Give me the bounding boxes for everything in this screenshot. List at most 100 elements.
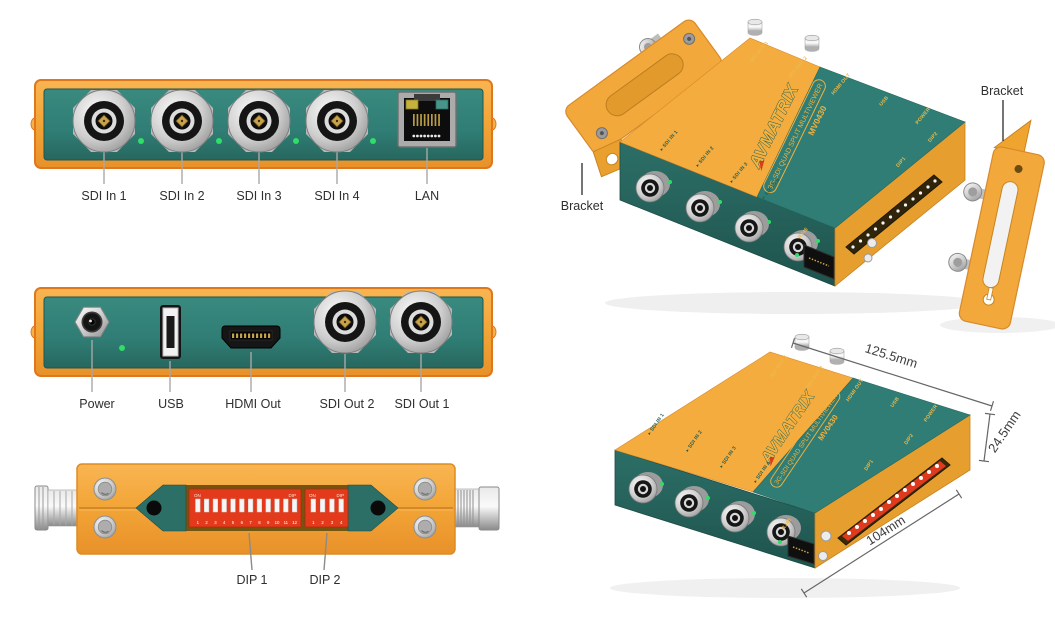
dip2-on-label: ON bbox=[309, 493, 316, 498]
dip1-num: 10 bbox=[275, 520, 280, 525]
dip1-dip-label: DIP bbox=[288, 493, 296, 498]
label-sdi-in-4: SDI In 4 bbox=[314, 189, 359, 203]
label-sdi-in-2: SDI In 2 bbox=[159, 189, 204, 203]
dip2-dip-label: DIP bbox=[336, 493, 344, 498]
mounting-bracket-right bbox=[948, 119, 1045, 330]
leader-lines bbox=[91, 340, 422, 392]
bnc-side-left bbox=[34, 485, 79, 531]
leader-line bbox=[323, 532, 328, 571]
label-bracket-left: Bracket bbox=[561, 199, 604, 213]
screw-3d bbox=[867, 238, 877, 248]
bnc-side-right bbox=[454, 486, 500, 531]
rear-bnc-stub bbox=[747, 18, 763, 37]
usb-port bbox=[160, 305, 181, 359]
rj45-lan-port bbox=[397, 91, 457, 148]
rear-bnc-stub bbox=[794, 333, 810, 352]
dip-strip-red bbox=[842, 461, 946, 541]
device-body: SDI OUT 1 SDI OUT 2 HDMI OUT USB POWER ▸… bbox=[619, 18, 966, 287]
dip1-num: 1 bbox=[197, 520, 200, 525]
rear-bnc-stub bbox=[804, 34, 820, 53]
chassis-screw bbox=[413, 477, 437, 501]
led-indicator bbox=[216, 138, 222, 144]
label-sdi-out-2: SDI Out 2 bbox=[320, 397, 375, 411]
bnc-sdi-in-1 bbox=[72, 89, 136, 153]
dip-slot-3d bbox=[845, 174, 943, 255]
dip2-num: 1 bbox=[312, 520, 315, 525]
silk-usb: USB bbox=[890, 396, 901, 409]
dip2-num: 3 bbox=[331, 520, 334, 525]
label-hdmi-out: HDMI Out bbox=[225, 397, 281, 411]
rj45-port-3d bbox=[787, 535, 815, 565]
led-indicator bbox=[767, 220, 771, 224]
label-dip-1: DIP 1 bbox=[236, 573, 267, 587]
side-panel-view: ON DIP 1 2 3 4 5 6 7 8 9 10 11 bbox=[34, 463, 500, 587]
label-sdi-out-1: SDI Out 1 bbox=[395, 397, 450, 411]
label-usb: USB bbox=[158, 397, 184, 411]
leader-lines bbox=[103, 148, 428, 184]
dip1-num: 9 bbox=[267, 520, 270, 525]
dip2-num: 4 bbox=[340, 520, 343, 525]
led-indicator bbox=[660, 482, 664, 486]
led-indicator bbox=[119, 345, 125, 351]
perspective-view-brackets: SDI OUT 1 SDI OUT 2 HDMI OUT USB POWER ▸… bbox=[561, 18, 1055, 333]
front-panel-view: SDI In 1 SDI In 2 SDI In 3 SDI In 4 LAN bbox=[30, 79, 497, 203]
label-sdi-in-3: SDI In 3 bbox=[236, 189, 281, 203]
rear-panel-view: Power USB HDMI Out SDI Out 2 SDI Out 1 bbox=[30, 287, 497, 411]
dip1-num: 6 bbox=[241, 520, 244, 525]
dip-switches-3d bbox=[847, 464, 939, 535]
silk-dip2: DIP2 bbox=[903, 433, 915, 446]
bnc-sdi-in-2 bbox=[150, 89, 214, 153]
screw-3d bbox=[820, 530, 832, 542]
screw-3d bbox=[863, 253, 873, 263]
dimension-width: 125.5mm bbox=[863, 340, 919, 371]
dimension-height: 24.5mm bbox=[985, 408, 1024, 455]
silk-usb: USB bbox=[878, 95, 890, 108]
led-indicator bbox=[370, 138, 376, 144]
perspective-view-dimensions: SDI OUT 1 SDI OUT 2 HDMI OUT USB POWER ▸… bbox=[610, 333, 1024, 598]
power-connector bbox=[74, 306, 110, 338]
dimension-lines bbox=[790, 338, 996, 598]
bnc-sdi-in-4 bbox=[305, 89, 369, 153]
bnc-sdi-out-2 bbox=[313, 290, 377, 354]
led-indicator bbox=[668, 180, 672, 184]
dip1-num: 5 bbox=[232, 520, 235, 525]
led-indicator bbox=[816, 239, 820, 243]
label-lan: LAN bbox=[415, 189, 439, 203]
dip-switches-3d bbox=[851, 179, 937, 249]
cutout-hole bbox=[370, 500, 386, 516]
dip1-num: 12 bbox=[292, 520, 297, 525]
rj45-pins bbox=[808, 257, 830, 267]
dip1-num: 4 bbox=[223, 520, 226, 525]
shadow bbox=[610, 578, 960, 598]
silk-dip1: DIP1 bbox=[863, 459, 875, 472]
hdmi-out-port bbox=[221, 325, 281, 349]
label-bracket-right: Bracket bbox=[981, 84, 1024, 98]
bnc-sdi-out-1 bbox=[389, 290, 453, 354]
dip-switch-bank-2: ON DIP 1 2 3 4 bbox=[304, 488, 349, 528]
screw-3d bbox=[818, 551, 828, 561]
led-indicator bbox=[718, 200, 722, 204]
dip1-num: 2 bbox=[205, 520, 208, 525]
led-indicator bbox=[778, 540, 782, 544]
led-indicator bbox=[795, 253, 799, 257]
leader-line bbox=[248, 532, 253, 571]
dip1-num: 7 bbox=[249, 520, 252, 525]
label-power: Power bbox=[79, 397, 114, 411]
shadow bbox=[605, 292, 985, 314]
label-sdi-in-1: SDI In 1 bbox=[81, 189, 126, 203]
cutout-hole bbox=[146, 500, 162, 516]
led-indicator bbox=[706, 496, 710, 500]
dip1-num: 8 bbox=[258, 520, 261, 525]
dip1-num: 11 bbox=[284, 520, 289, 525]
dip2-num: 2 bbox=[321, 520, 324, 525]
dip1-on-label: ON bbox=[194, 493, 201, 498]
chassis-screw bbox=[413, 515, 437, 539]
dip-switch-bank-1: ON DIP 1 2 3 4 5 6 7 8 9 10 11 bbox=[188, 488, 302, 528]
dip1-num: 3 bbox=[214, 520, 217, 525]
led-indicator bbox=[138, 138, 144, 144]
chassis-screw bbox=[93, 515, 117, 539]
label-dip-2: DIP 2 bbox=[309, 573, 340, 587]
led-indicator bbox=[752, 511, 756, 515]
